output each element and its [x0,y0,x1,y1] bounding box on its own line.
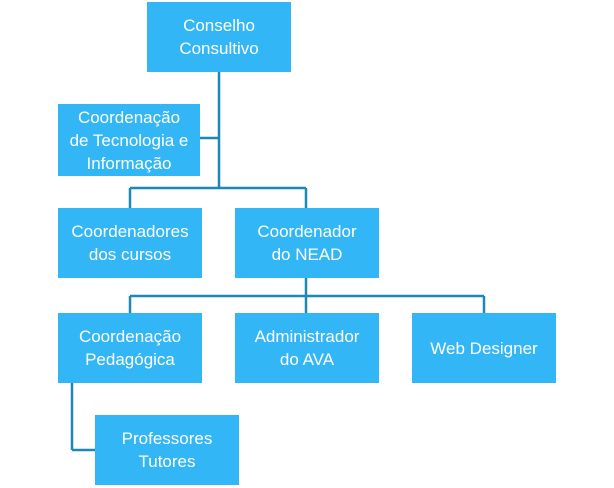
node-coordenador-nead: Coordenador do NEAD [235,208,379,278]
node-label: Coordenador do NEAD [257,222,357,264]
node-label: Conselho Consultivo [179,16,259,58]
node-label: Coordenação de Tecnologia e Informação [69,107,189,173]
node-label: Administrador do AVA [254,327,360,369]
node-coordenacao-pedagogica: Coordenação Pedagógica [58,313,202,383]
node-administrador-ava: Administrador do AVA [235,313,379,383]
node-web-designer: Web Designer [412,313,556,383]
node-professores-tutores: Professores Tutores [95,415,239,485]
node-coordenacao-tecnologia: Coordenação de Tecnologia e Informação [58,104,200,176]
node-coordenadores-cursos: Coordenadores dos cursos [58,208,202,278]
node-label: Web Designer [430,338,538,358]
node-conselho-consultivo: Conselho Consultivo [147,2,291,72]
node-label: Coordenadores dos cursos [71,222,189,264]
node-label: Professores Tutores [121,429,213,471]
node-label: Coordenação Pedagógica [78,327,182,369]
